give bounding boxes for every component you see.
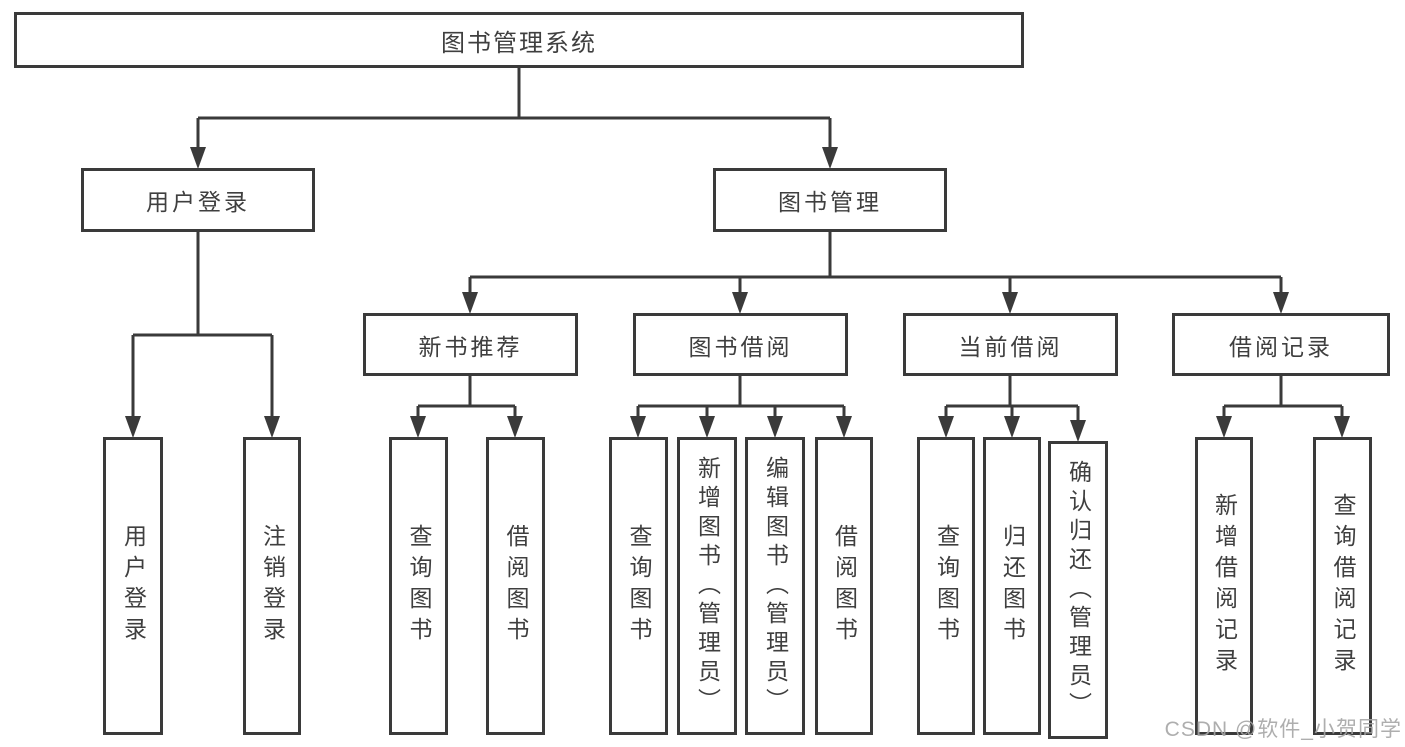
leaf-borrow-books-borrowing: 借阅图书 bbox=[815, 437, 873, 735]
node-new-book-recommend: 新书推荐 bbox=[363, 313, 578, 376]
leaf-borrow-books-borrowing-label: 借阅图书 bbox=[831, 524, 858, 648]
node-library-system: 图书管理系统 bbox=[14, 12, 1024, 68]
watermark: CSDN @软件_小贺同学 bbox=[1164, 718, 1402, 741]
leaf-query-borrow-record: 查询借阅记录 bbox=[1313, 437, 1372, 735]
leaf-query-books-borrowing: 查询图书 bbox=[609, 437, 668, 735]
leaf-query-books-borrowing-label: 查询图书 bbox=[626, 524, 652, 648]
leaf-user-login: 用户登录 bbox=[103, 437, 163, 735]
leaf-confirm-return-admin-label: 确认归还（管理员） bbox=[1065, 459, 1092, 721]
leaf-query-books-current-label: 查询图书 bbox=[933, 524, 960, 648]
node-user-login: 用户登录 bbox=[81, 168, 315, 232]
leaf-query-books-recommend: 查询图书 bbox=[389, 437, 448, 735]
leaf-query-books-current: 查询图书 bbox=[917, 437, 975, 735]
node-book-borrowing: 图书借阅 bbox=[633, 313, 848, 376]
node-borrowing-records: 借阅记录 bbox=[1172, 313, 1390, 376]
leaf-user-login-label: 用户登录 bbox=[120, 524, 147, 648]
leaf-confirm-return-admin: 确认归还（管理员） bbox=[1048, 441, 1108, 739]
node-current-borrowing: 当前借阅 bbox=[903, 313, 1118, 376]
leaf-return-books: 归还图书 bbox=[983, 437, 1041, 735]
node-book-management: 图书管理 bbox=[713, 168, 947, 232]
leaf-edit-books-admin-label: 编辑图书（管理员） bbox=[762, 455, 789, 717]
leaf-add-books-admin-label: 新增图书（管理员） bbox=[694, 455, 721, 717]
leaf-borrow-books-recommend-label: 借阅图书 bbox=[503, 524, 529, 648]
leaf-logout: 注销登录 bbox=[243, 437, 301, 735]
leaf-query-books-recommend-label: 查询图书 bbox=[406, 524, 432, 648]
leaf-return-books-label: 归还图书 bbox=[999, 524, 1026, 648]
leaf-add-books-admin: 新增图书（管理员） bbox=[677, 437, 737, 735]
leaf-query-borrow-record-label: 查询借阅记录 bbox=[1330, 493, 1356, 679]
leaf-edit-books-admin: 编辑图书（管理员） bbox=[745, 437, 805, 735]
leaf-logout-label: 注销登录 bbox=[259, 524, 286, 648]
leaf-add-borrow-record-label: 新增借阅记录 bbox=[1211, 493, 1238, 679]
leaf-borrow-books-recommend: 借阅图书 bbox=[486, 437, 545, 735]
leaf-add-borrow-record: 新增借阅记录 bbox=[1195, 437, 1253, 735]
